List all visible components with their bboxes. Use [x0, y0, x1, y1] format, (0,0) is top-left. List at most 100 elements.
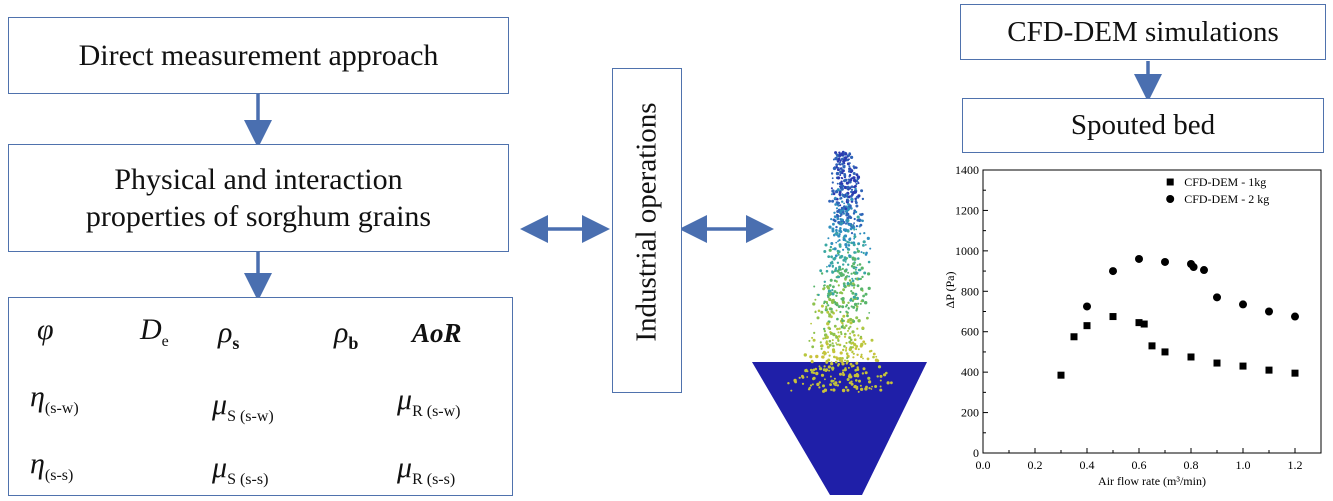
- simulation-particle: [847, 222, 850, 225]
- simulation-particle: [861, 372, 865, 375]
- simulation-particle: [831, 292, 835, 296]
- simulation-particle: [857, 182, 860, 185]
- simulation-particle: [838, 229, 842, 233]
- simulation-particle: [847, 271, 850, 274]
- data-point-2kg: [1265, 307, 1273, 316]
- simulation-particle: [849, 178, 853, 182]
- simulation-particle: [837, 331, 840, 334]
- simulation-particle: [823, 365, 826, 368]
- simulation-particle: [845, 362, 848, 365]
- simulation-particle: [847, 178, 850, 181]
- simulation-particle: [845, 213, 849, 217]
- simulation-particle: [838, 357, 842, 361]
- simulation-particle: [856, 385, 859, 389]
- simulation-particle: [851, 277, 854, 280]
- simulation-particle: [827, 292, 830, 296]
- simulation-particle: [875, 355, 878, 358]
- simulation-particle: [853, 257, 857, 261]
- simulation-particle: [845, 349, 847, 352]
- industrial-operations-label: Industrial operations: [630, 102, 663, 342]
- simulation-particle: [825, 305, 828, 308]
- data-point-1kg: [1239, 362, 1247, 370]
- simulation-particle: [847, 263, 850, 266]
- simulation-particle: [854, 197, 857, 201]
- simulation-particle: [848, 275, 850, 278]
- simulation-particle: [838, 151, 841, 154]
- simulation-particle: [841, 362, 845, 366]
- simulation-particle: [837, 335, 841, 338]
- legend-marker-circle: [1166, 195, 1175, 203]
- simulation-particle: [851, 224, 854, 227]
- simulation-particle: [815, 354, 819, 359]
- data-point-2kg: [1083, 302, 1091, 311]
- simulation-particle: [860, 300, 863, 303]
- simulation-particle: [850, 241, 853, 245]
- simulation-particle: [846, 311, 849, 314]
- simulation-particle: [833, 215, 837, 218]
- simulation-particle: [856, 249, 860, 253]
- data-point-1kg: [1140, 320, 1148, 328]
- simulation-particle: [830, 362, 834, 366]
- simulation-particle: [868, 380, 872, 384]
- simulation-particle: [840, 206, 844, 210]
- simulation-particle: [842, 194, 846, 197]
- simulation-particle: [851, 186, 854, 188]
- simulation-particle: [872, 355, 875, 359]
- simulation-particle: [833, 301, 837, 304]
- particle-bed-cone: [752, 362, 927, 495]
- simulation-particle: [853, 222, 855, 224]
- simulation-particle: [848, 158, 850, 161]
- simulation-particle: [823, 302, 826, 305]
- simulation-particle: [856, 175, 860, 179]
- simulation-particle: [827, 289, 832, 293]
- simulation-particle: [853, 233, 856, 236]
- simulation-particle: [816, 382, 820, 387]
- simulation-particle: [804, 369, 808, 373]
- simulation-particle: [845, 245, 848, 249]
- simulation-particle: [837, 305, 841, 308]
- simulation-particle: [832, 222, 835, 226]
- simulation-particle: [828, 320, 831, 323]
- simulation-particle: [856, 215, 860, 219]
- simulation-particle: [840, 187, 844, 191]
- simulation-particle: [823, 250, 827, 253]
- simulation-particle: [842, 160, 846, 163]
- simulation-particle: [859, 302, 862, 305]
- simulation-particle: [853, 343, 857, 347]
- simulation-particle: [844, 243, 848, 247]
- simulation-particle: [831, 270, 834, 273]
- simulation-particle: [844, 359, 846, 362]
- simulation-particle: [842, 258, 846, 262]
- simulation-particle: [835, 207, 839, 210]
- simulation-particle: [817, 293, 820, 297]
- symbol-eta-ss: η(s-s): [30, 447, 74, 484]
- simulation-particle: [830, 187, 833, 190]
- simulation-particle: [842, 248, 845, 251]
- simulation-particle: [832, 285, 835, 289]
- simulation-particle: [848, 162, 851, 165]
- simulation-particle: [831, 229, 835, 233]
- simulation-particle: [858, 242, 860, 245]
- simulation-particle: [831, 366, 835, 370]
- simulation-particle: [859, 223, 863, 227]
- simulation-particle: [853, 338, 857, 341]
- simulation-particle: [847, 248, 851, 251]
- data-point-1kg: [1109, 313, 1117, 321]
- simulation-particle: [852, 298, 855, 301]
- simulation-particle: [872, 352, 876, 356]
- parameters-box: [8, 297, 513, 496]
- simulation-particle: [835, 342, 837, 344]
- simulation-particle: [834, 203, 838, 206]
- simulation-particle: [854, 181, 857, 183]
- simulation-particle: [860, 337, 863, 340]
- simulation-particle: [843, 151, 846, 154]
- simulation-particle: [837, 204, 840, 207]
- simulation-particle: [832, 166, 837, 171]
- simulation-particle: [846, 199, 850, 202]
- simulation-particle: [831, 348, 836, 352]
- simulation-particle: [859, 213, 862, 216]
- simulation-particle: [855, 201, 858, 205]
- data-point-1kg: [1148, 342, 1156, 350]
- simulation-particle: [854, 292, 858, 296]
